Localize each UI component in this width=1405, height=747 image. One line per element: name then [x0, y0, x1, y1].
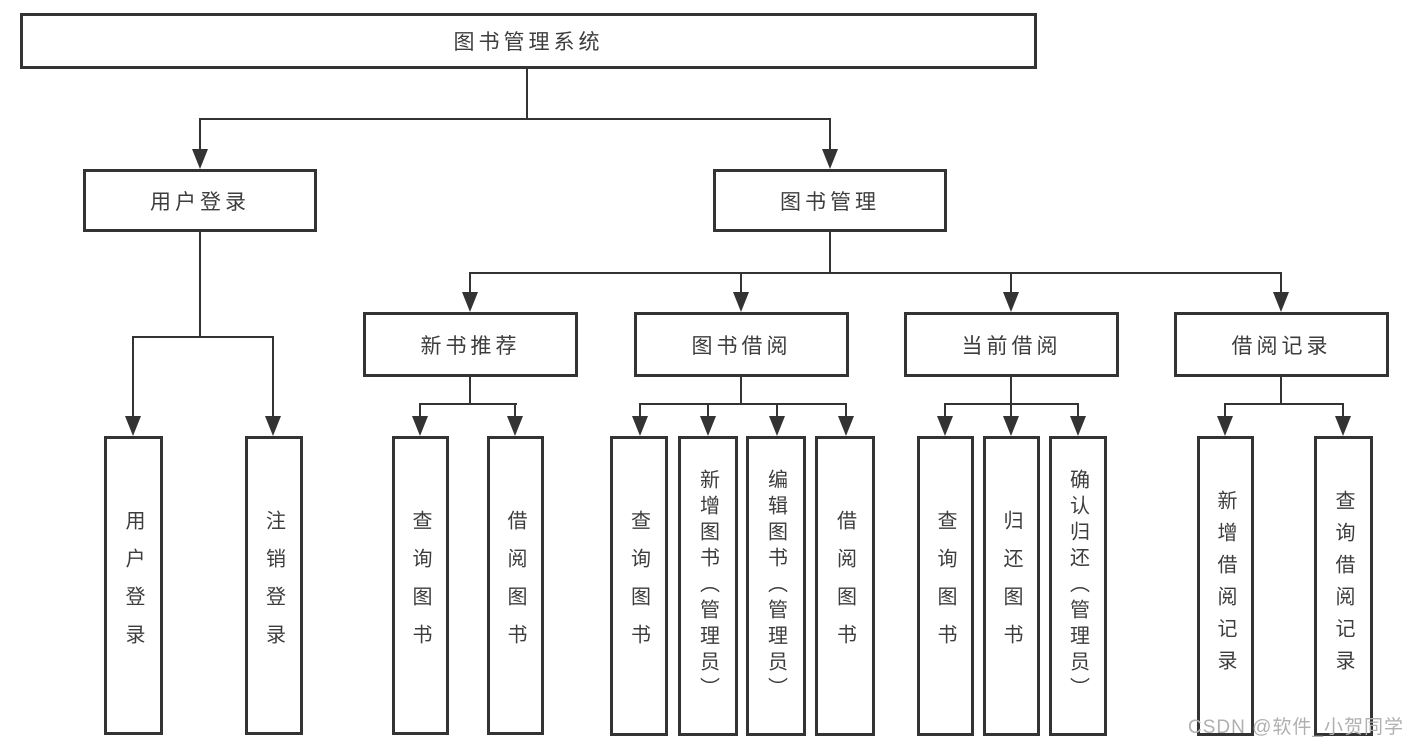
leaf-add-borrow-record-label: 新增借阅记录 — [1214, 490, 1236, 682]
arrow-down-icon — [937, 403, 953, 436]
arrow-down-icon — [1070, 403, 1086, 436]
arrow-down-icon — [1273, 272, 1289, 312]
connector-borrow-records-split — [1224, 403, 1344, 405]
arrow-down-icon — [192, 118, 208, 169]
leaf-logout-label: 注销登录 — [262, 509, 285, 662]
arrow-down-icon — [632, 403, 648, 436]
arrow-down-icon — [125, 336, 141, 436]
leaf-borrow-books-1-label: 借阅图书 — [504, 509, 526, 662]
leaf-edit-books-admin-label: 编辑图书（管理员） — [764, 469, 787, 703]
node-book-borrow-label: 图书借阅 — [691, 334, 792, 358]
leaf-query-books-1: 查询图书 — [392, 436, 449, 735]
connector-current-borrow-drop — [1010, 377, 1012, 403]
connector-book-mgmt-split — [469, 272, 1282, 274]
leaf-query-books-2: 查询图书 — [610, 436, 668, 736]
leaf-confirm-return-admin-label: 确认归还（管理员） — [1066, 469, 1089, 703]
node-current-borrow: 当前借阅 — [904, 312, 1119, 377]
node-user-login-label: 用户登录 — [150, 190, 250, 214]
node-new-books: 新书推荐 — [363, 312, 578, 377]
arrow-down-icon — [265, 336, 281, 436]
arrow-down-icon — [769, 403, 785, 436]
node-current-borrow-label: 当前借阅 — [961, 334, 1062, 358]
connector-root-split — [199, 118, 831, 120]
leaf-query-books-2-label: 查询图书 — [627, 510, 650, 662]
leaf-query-books-3-label: 查询图书 — [934, 510, 956, 662]
node-book-mgmt-label: 图书管理 — [780, 190, 880, 214]
leaf-query-books-3: 查询图书 — [917, 436, 974, 736]
arrow-down-icon — [1335, 403, 1351, 436]
node-root: 图书管理系统 — [20, 13, 1037, 69]
leaf-borrow-books-1: 借阅图书 — [487, 436, 544, 735]
leaf-borrow-books-2: 借阅图书 — [815, 436, 875, 736]
leaf-add-borrow-record: 新增借阅记录 — [1197, 436, 1254, 736]
leaf-add-books-admin: 新增图书（管理员） — [678, 436, 738, 736]
arrow-down-icon — [733, 272, 749, 312]
leaf-query-borrow-record-label: 查询借阅记录 — [1332, 490, 1354, 682]
arrow-down-icon — [462, 272, 478, 312]
leaf-logout: 注销登录 — [245, 436, 303, 735]
arrow-down-icon — [1003, 403, 1019, 436]
node-user-login: 用户登录 — [83, 169, 317, 232]
connector-borrow-records-drop — [1280, 377, 1282, 403]
leaf-query-books-1-label: 查询图书 — [409, 509, 431, 662]
node-borrow-records-label: 借阅记录 — [1231, 334, 1332, 358]
connector-new-books-drop — [469, 377, 471, 403]
leaf-edit-books-admin: 编辑图书（管理员） — [746, 436, 806, 736]
leaf-add-books-admin-label: 新增图书（管理员） — [696, 469, 719, 703]
node-root-label: 图书管理系统 — [453, 31, 604, 54]
arrow-down-icon — [700, 403, 716, 436]
connector-root-drop — [526, 69, 528, 119]
connector-user-login-drop — [199, 232, 201, 336]
leaf-query-borrow-record: 查询借阅记录 — [1314, 436, 1373, 736]
leaf-user-login: 用户登录 — [104, 436, 163, 735]
connector-book-mgmt-drop — [829, 232, 831, 272]
leaf-confirm-return-admin: 确认归还（管理员） — [1049, 436, 1107, 736]
leaf-user-login-label: 用户登录 — [122, 509, 144, 662]
arrow-down-icon — [1217, 403, 1233, 436]
node-borrow-records: 借阅记录 — [1174, 312, 1389, 377]
leaf-return-books: 归还图书 — [983, 436, 1040, 736]
csdn-watermark: CSDN @软件_小贺同学 — [1188, 717, 1404, 738]
connector-new-books-split — [419, 403, 517, 405]
node-new-books-label: 新书推荐 — [420, 334, 521, 358]
node-book-mgmt: 图书管理 — [713, 169, 947, 232]
arrow-down-icon — [1003, 272, 1019, 312]
arrow-down-icon — [822, 118, 838, 169]
node-book-borrow: 图书借阅 — [634, 312, 849, 377]
arrow-down-icon — [838, 403, 854, 436]
leaf-borrow-books-2-label: 借阅图书 — [833, 510, 856, 662]
connector-user-login-split — [132, 336, 274, 338]
connector-book-borrow-split — [639, 403, 847, 405]
arrow-down-icon — [412, 403, 428, 436]
leaf-return-books-label: 归还图书 — [1000, 510, 1022, 662]
connector-book-borrow-drop — [740, 377, 742, 403]
arrow-down-icon — [507, 403, 523, 436]
